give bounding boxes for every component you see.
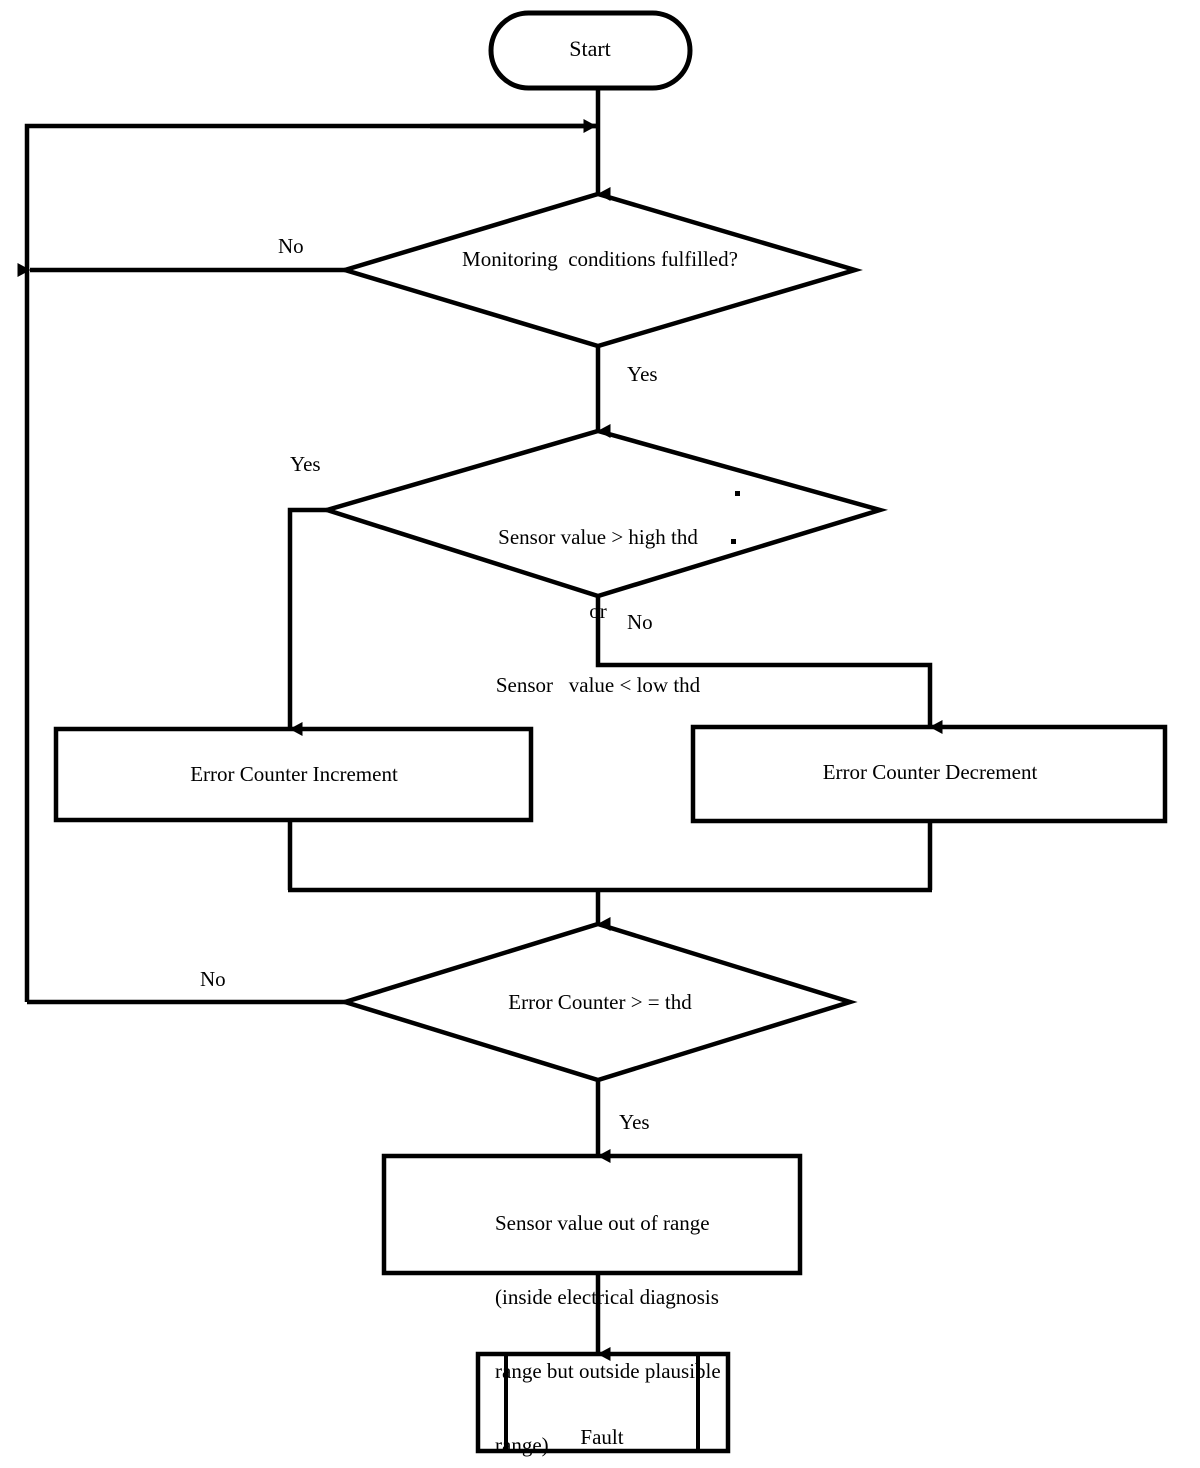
error-counter-decrement-shape xyxy=(690,724,1168,824)
fault-processing-shape xyxy=(475,1351,731,1454)
edge-label-threshold-yes: Yes xyxy=(290,452,321,476)
artifact-dot-lower xyxy=(731,539,736,544)
edge-label-counter-yes: Yes xyxy=(619,1110,650,1134)
connector-threshold-no xyxy=(595,596,943,734)
connector-loopback-rail xyxy=(24,123,598,1002)
decision-monitoring-shape xyxy=(337,191,863,349)
edge-label-counter-no: No xyxy=(200,967,226,991)
artifact-dot-upper xyxy=(735,491,740,496)
edge-label-monitoring-no: No xyxy=(278,234,304,258)
decision-threshold-shape xyxy=(319,428,889,599)
decision-counter-shape xyxy=(337,921,858,1083)
error-counter-increment-shape xyxy=(53,726,534,823)
edge-label-monitoring-yes: Yes xyxy=(627,362,658,386)
edge-label-threshold-no: No xyxy=(627,610,653,634)
start-node-shape xyxy=(488,10,693,91)
sensor-out-of-range-shape xyxy=(381,1153,803,1276)
connector-threshold-yes xyxy=(287,507,327,736)
